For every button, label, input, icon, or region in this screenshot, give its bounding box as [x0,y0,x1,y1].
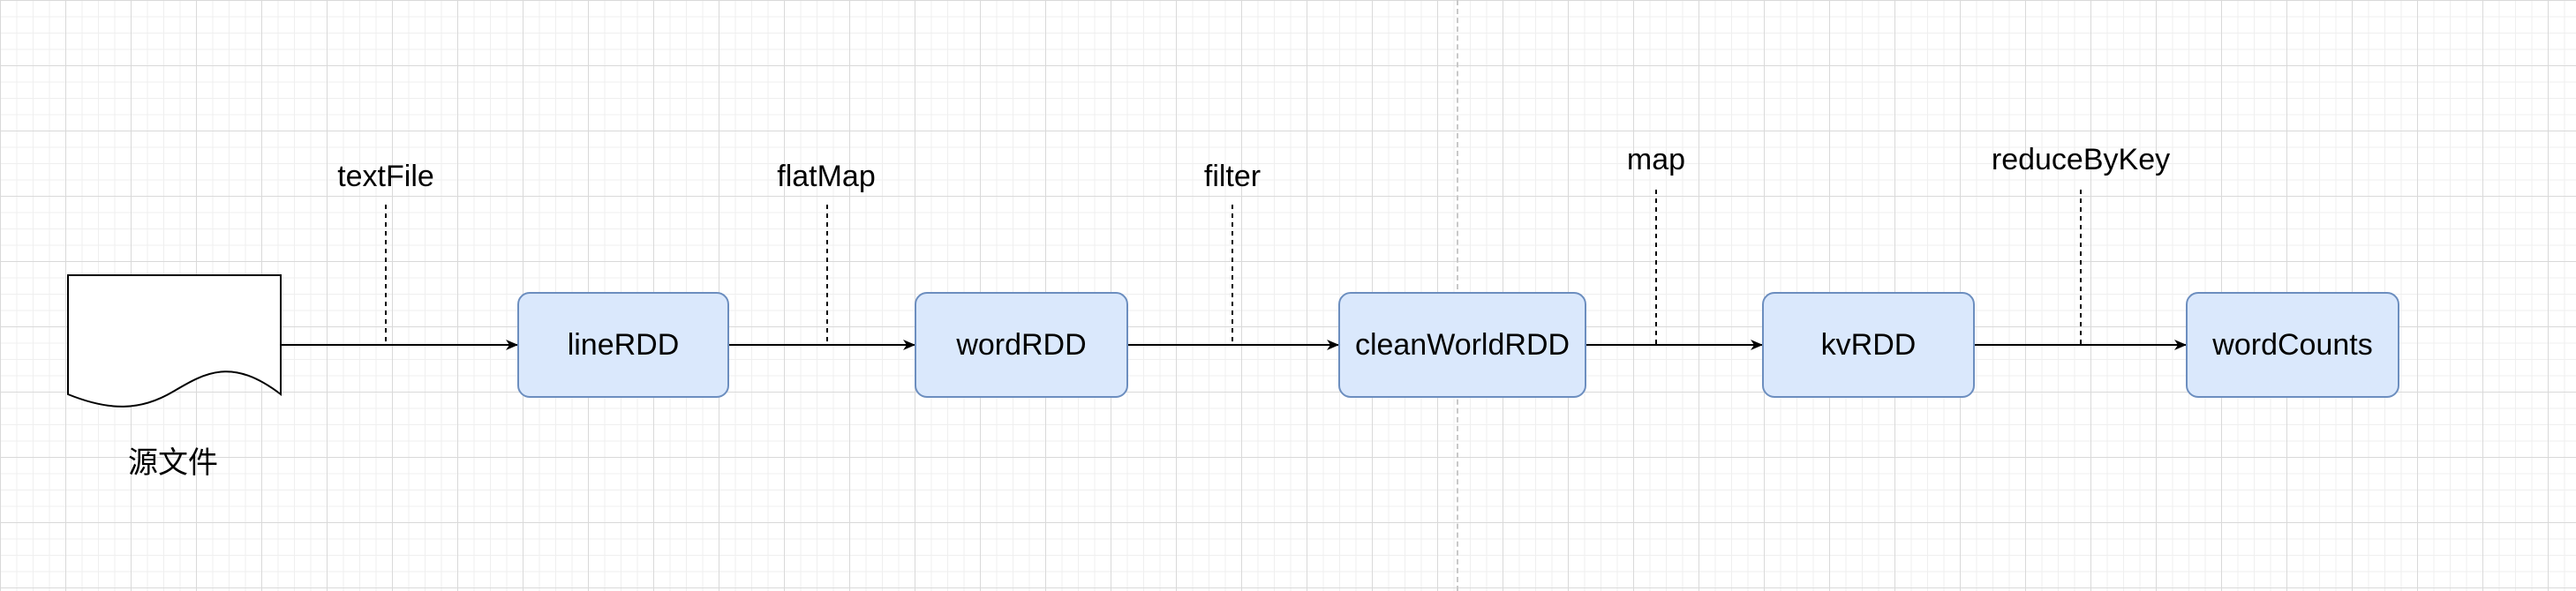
node-cleanworldrdd[interactable]: cleanWorldRDD [1338,292,1586,398]
op-label-filter: filter [1203,160,1262,193]
node-cleanworldrdd-label: cleanWorldRDD [1354,327,1570,362]
node-wordrdd[interactable]: wordRDD [915,292,1128,398]
op-label-flatmap: flatMap [777,160,876,193]
op-label-map: map [1626,143,1686,176]
node-linerdd-label: lineRDD [567,327,680,362]
node-wordrdd-label: wordRDD [956,327,1087,362]
op-label-textfile: textFile [337,160,434,193]
node-kvrdd-label: kvRDD [1820,327,1917,362]
node-wordcounts[interactable]: wordCounts [2186,292,2399,398]
node-wordcounts-label: wordCounts [2212,327,2373,362]
source-file-label: 源文件 [128,445,218,481]
source-file-document-shape [67,274,282,408]
node-linerdd[interactable]: lineRDD [517,292,729,398]
node-kvrdd[interactable]: kvRDD [1762,292,1975,398]
op-label-reducebykey: reduceByKey [1991,143,2171,176]
